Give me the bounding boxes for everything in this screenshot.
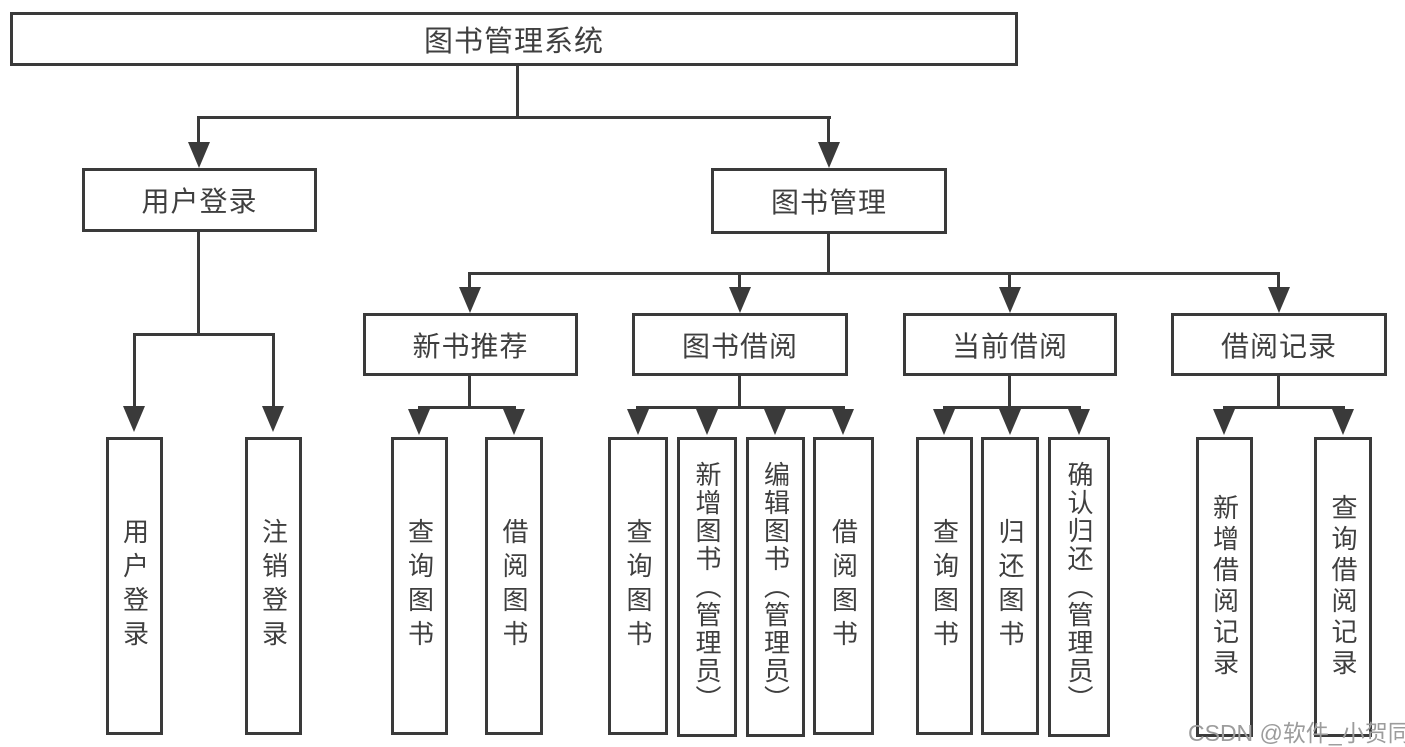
node-current-borrowing: 当前借阅: [903, 313, 1117, 376]
connector-line: [1223, 406, 1345, 409]
arrow-down-icon: [933, 409, 955, 435]
arrow-down-icon: [459, 287, 481, 313]
connector-line: [738, 274, 741, 288]
connector-line: [1008, 376, 1011, 408]
arrow-down-icon: [1332, 409, 1354, 435]
leaf-label: 用户登录: [119, 518, 150, 654]
leaf-add-books-admin: 新增图书（管理员）: [677, 437, 737, 737]
arrow-down-icon: [696, 409, 718, 435]
connector-line: [468, 272, 1280, 275]
arrow-down-icon: [262, 406, 284, 432]
leaf-label: 确认归还（管理员）: [1064, 461, 1094, 713]
leaf-return-books: 归还图书: [981, 437, 1039, 735]
arrow-down-icon: [1068, 409, 1090, 435]
node-label: 借阅记录: [1220, 330, 1337, 362]
node-label: 图书管理系统: [423, 26, 604, 58]
node-borrowing-records: 借阅记录: [1171, 313, 1387, 376]
leaf-borrow-books-recommend: 借阅图书: [485, 437, 543, 735]
arrow-down-icon: [1268, 287, 1290, 313]
leaf-add-borrow-record: 新增借阅记录: [1196, 437, 1253, 737]
leaf-label: 新增借阅记录: [1209, 494, 1240, 680]
leaf-label: 借阅图书: [828, 518, 859, 654]
connector-line: [418, 406, 516, 409]
connector-line: [133, 335, 136, 407]
arrow-down-icon: [627, 409, 649, 435]
leaf-label: 查询图书: [404, 518, 435, 654]
node-label: 用户登录: [141, 186, 258, 217]
leaf-label: 编辑图书（管理员）: [760, 461, 791, 713]
connector-line: [133, 333, 275, 336]
watermark: CSDN @软件_小贺同学: [1188, 720, 1405, 746]
leaf-label: 归还图书: [995, 518, 1025, 654]
connector-line: [636, 406, 845, 409]
node-new-book-recommend: 新书推荐: [363, 313, 578, 376]
connector-line: [197, 232, 200, 335]
connector-line: [197, 118, 200, 143]
node-book-borrowing: 图书借阅: [632, 313, 848, 376]
leaf-user-login: 用户登录: [106, 437, 163, 735]
connector-line: [272, 335, 275, 407]
connector-line: [1008, 274, 1011, 288]
arrow-down-icon: [408, 409, 430, 435]
node-user-login: 用户登录: [82, 168, 317, 232]
leaf-label: 查询借阅记录: [1328, 494, 1358, 680]
connector-line: [197, 116, 831, 119]
arrow-down-icon: [729, 287, 751, 313]
node-label: 新书推荐: [412, 330, 529, 362]
arrow-down-icon: [999, 287, 1021, 313]
arrow-down-icon: [188, 142, 210, 168]
leaf-query-borrow-record: 查询借阅记录: [1314, 437, 1372, 737]
node-label: 当前借阅: [951, 330, 1068, 362]
leaf-edit-books-admin: 编辑图书（管理员）: [746, 437, 805, 737]
leaf-label: 借阅图书: [499, 518, 529, 654]
arrow-down-icon: [764, 409, 786, 435]
node-book-management: 图书管理: [711, 168, 947, 234]
connector-line: [468, 274, 471, 288]
connector-line: [827, 234, 830, 274]
leaf-label: 注销登录: [258, 518, 289, 654]
leaf-query-books-recommend: 查询图书: [391, 437, 448, 735]
leaf-label: 查询图书: [623, 518, 653, 654]
connector-line: [1277, 274, 1280, 288]
arrow-down-icon: [832, 409, 854, 435]
connector-line: [1277, 376, 1280, 408]
arrow-down-icon: [503, 409, 525, 435]
node-label: 图书管理: [770, 187, 887, 218]
connector-line: [943, 406, 1081, 409]
connector-line: [516, 66, 519, 118]
connector-line: [738, 376, 741, 408]
leaf-label: 新增图书（管理员）: [692, 461, 722, 713]
node-library-system: 图书管理系统: [10, 12, 1018, 66]
connector-line: [468, 376, 471, 408]
arrow-down-icon: [123, 406, 145, 432]
leaf-borrow-books: 借阅图书: [813, 437, 874, 735]
leaf-label: 查询图书: [929, 518, 960, 654]
node-label: 图书借阅: [681, 330, 798, 362]
leaf-query-books-borrow: 查询图书: [608, 437, 668, 735]
leaf-confirm-return-admin: 确认归还（管理员）: [1048, 437, 1110, 737]
leaf-query-books-current: 查询图书: [916, 437, 973, 735]
arrow-down-icon: [818, 142, 840, 168]
arrow-down-icon: [1213, 409, 1235, 435]
leaf-logout-login: 注销登录: [245, 437, 302, 735]
connector-line: [827, 118, 830, 143]
arrow-down-icon: [999, 409, 1021, 435]
